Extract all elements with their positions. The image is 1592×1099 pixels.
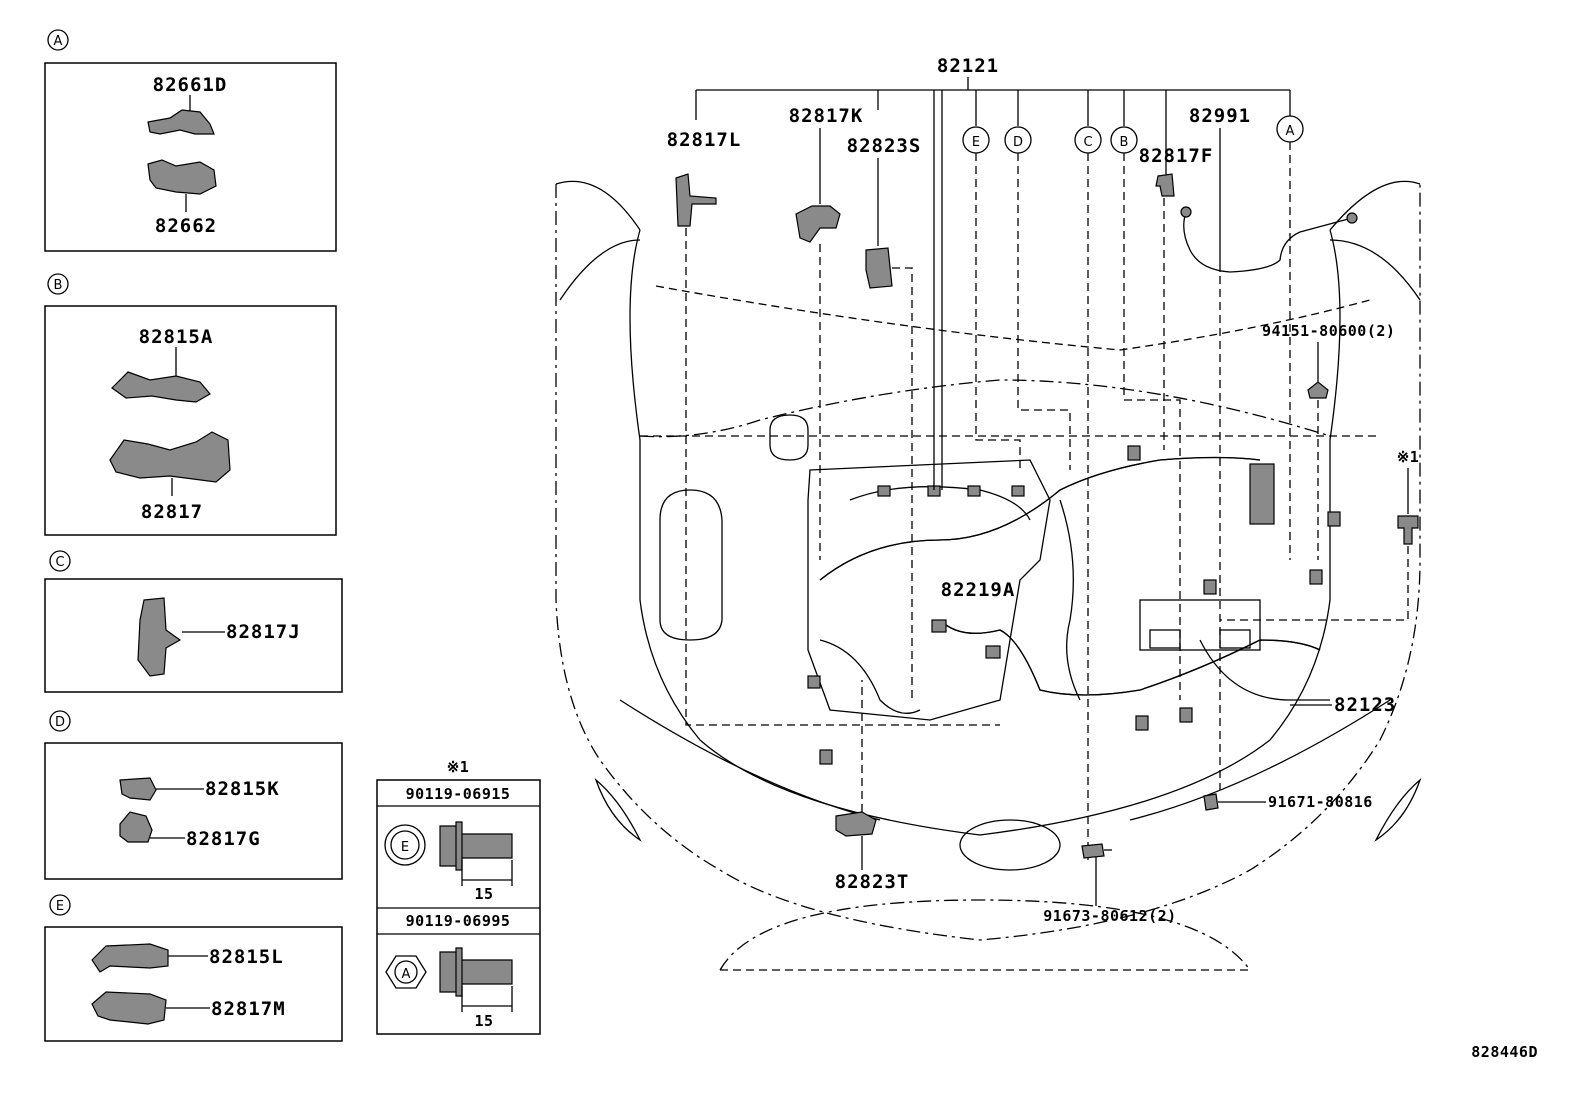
- bolt-part-1: 90119-06915: [406, 785, 511, 803]
- label-82123: 82123: [1334, 694, 1396, 716]
- clamp-82817f: [1155, 173, 1175, 197]
- relay-box: [1139, 599, 1261, 651]
- marker-a-circle: [47, 29, 69, 51]
- clamp-82817l: [675, 173, 717, 227]
- label-82817f: 82817F: [1139, 145, 1214, 167]
- inset-a: A 82661D 82662: [44, 29, 337, 252]
- clamp-82817k: [795, 205, 841, 243]
- main-marker-e: E: [972, 135, 980, 150]
- label-91673: 91673-80612(2): [1043, 907, 1176, 925]
- label-82823s: 82823S: [847, 135, 922, 157]
- marker-b-circle: [47, 273, 69, 295]
- label-94151: 94151-80600(2): [1262, 322, 1395, 340]
- inset-a-frame: [44, 62, 337, 252]
- cover-82815l: [91, 943, 169, 973]
- main-markers: E D C B A: [962, 115, 1304, 154]
- marker-b: B: [54, 278, 63, 293]
- bolt-icon-2: [439, 947, 513, 997]
- connector-82823s: [865, 247, 893, 289]
- marker-d: D: [55, 715, 65, 730]
- label-82219a: 82219A: [941, 579, 1016, 601]
- bolt-note1: [1397, 515, 1419, 545]
- marker-c-circle: [49, 550, 71, 572]
- inset-c-frame: [44, 578, 343, 693]
- figure-code: 828446D: [1471, 1043, 1538, 1061]
- engine-block: [807, 459, 1051, 721]
- marker-e: E: [56, 899, 64, 914]
- cover-82815a: [111, 371, 211, 403]
- inset-d-frame: [44, 742, 343, 880]
- emblem: [959, 819, 1061, 871]
- inset-b: B 82815A 82817: [44, 273, 337, 536]
- label-82661d: 82661D: [153, 74, 228, 96]
- label-82991: 82991: [1189, 105, 1251, 127]
- bolt-part-2: 90119-06995: [406, 912, 511, 930]
- label-82817g: 82817G: [186, 828, 261, 850]
- wire-82991: [1183, 211, 1353, 273]
- bolt-head-mark-1: E: [401, 840, 409, 855]
- inset-e: E 82815L 82817M: [44, 894, 343, 1042]
- inset-d: D 82815K 82817G: [44, 710, 343, 880]
- bolt-icon-1: [439, 821, 513, 871]
- cover-82815k: [119, 777, 157, 801]
- clamp-82661d: [147, 109, 215, 135]
- label-82121: 82121: [937, 55, 999, 77]
- bolt-dim-1: 15: [474, 885, 493, 903]
- label-82823t: 82823T: [835, 871, 910, 893]
- inset-c: C 82817J: [44, 550, 343, 693]
- label-82817m: 82817M: [211, 998, 286, 1020]
- label-note1: ※1: [1397, 448, 1420, 466]
- main-marker-c: C: [1083, 135, 1092, 150]
- engine-bay: [659, 414, 1341, 765]
- clamp-82817g: [119, 811, 153, 843]
- inset-e-frame: [44, 926, 343, 1042]
- bolt-91673: [1081, 843, 1105, 859]
- bolt-91671: [1203, 793, 1219, 811]
- leader-82121: 82121: [695, 55, 1291, 490]
- inset-b-frame: [44, 305, 337, 536]
- label-82817j: 82817J: [226, 621, 301, 643]
- label-82817l: 82817L: [667, 129, 742, 151]
- label-91671: 91671-80816: [1268, 793, 1373, 811]
- label-82817: 82817: [141, 501, 203, 523]
- nut-94151: [1307, 381, 1329, 399]
- main-marker-a: A: [1286, 124, 1295, 139]
- bolt-dim-2: 15: [474, 1012, 493, 1030]
- block-82817: [109, 431, 231, 483]
- label-82662: 82662: [155, 215, 217, 237]
- bolt-head-mark-2: A: [402, 967, 411, 982]
- fluid-cap: [769, 414, 809, 461]
- marker-a: A: [54, 34, 63, 49]
- harness-protector: [1249, 463, 1275, 525]
- label-82817k: 82817K: [789, 105, 864, 127]
- vehicle-outline: [555, 180, 1422, 971]
- marker-d-circle: [49, 710, 71, 732]
- clamp-82817m: [91, 991, 167, 1025]
- label-82815l: 82815L: [209, 946, 284, 968]
- label-82815a: 82815A: [139, 326, 214, 348]
- protector-82817j: [137, 597, 182, 677]
- marker-e-circle: [49, 894, 71, 916]
- bolt-note-mark: ※1: [447, 758, 470, 776]
- bracket-82662: [147, 159, 217, 195]
- bolt-table: ※1 90119-06915 90119-06995 E 15 A 15: [376, 758, 541, 1035]
- main-marker-d: D: [1013, 135, 1023, 150]
- marker-c: C: [55, 555, 64, 570]
- main-marker-b: B: [1120, 135, 1129, 150]
- coolant-reservoir: [659, 489, 723, 641]
- label-82815k: 82815K: [205, 778, 280, 800]
